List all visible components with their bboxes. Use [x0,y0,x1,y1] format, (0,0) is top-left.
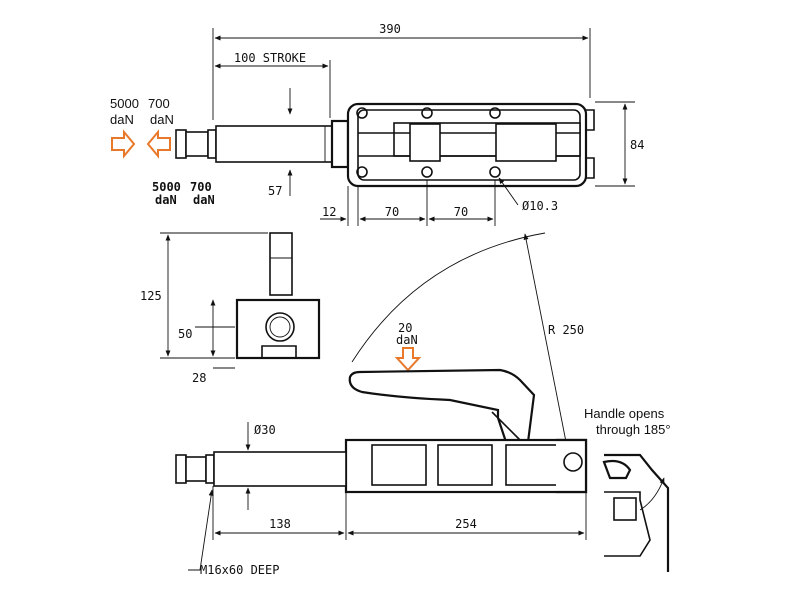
clamp-handle [348,368,536,444]
dim-height-50: 50 [178,327,192,341]
dim-thread: M16x60 DEEP [200,563,279,577]
pull-unit-small: daN [193,193,215,207]
handle-swing-arc [351,232,546,363]
side-view: R 250 20 daN Ø30 138 254 M16x [175,232,671,577]
push-arrow-icon [111,129,136,159]
handle-force-value: 20 [398,321,412,335]
handle-note-line1: Handle opens [584,406,665,421]
opened-handle-detail [602,453,670,572]
dim-overall-length: 390 [379,22,401,36]
dim-rod-diameter: Ø30 [254,423,276,437]
pull-force-unit: daN [150,112,174,127]
pull-force-value: 700 [148,96,170,111]
dim-offset-12: 12 [322,205,336,219]
dim-stroke: 100 STROKE [234,51,306,65]
dim-height-125: 125 [140,289,162,303]
mount-holes [356,107,501,178]
dim-radius: R 250 [548,323,584,337]
pull-arrow-icon [146,129,171,159]
push-force-value: 5000 [110,96,139,111]
push-unit-small: daN [155,193,177,207]
top-view: 390 100 STROKE 57 [110,22,644,226]
push-force-unit: daN [110,112,134,127]
dim-spacing-1: 70 [385,205,399,219]
handle-force-arrow-icon [394,347,422,372]
end-view: 125 50 28 [140,232,321,385]
dim-length-138: 138 [269,517,291,531]
dim-length-254: 254 [455,517,477,531]
dim-height-84: 84 [630,138,644,152]
handle-note-line2: through 185° [596,422,671,437]
push-force-small: 5000 [152,180,181,194]
dim-spacing-2: 70 [454,205,468,219]
dim-offset-57: 57 [268,184,282,198]
dim-height-28: 28 [192,371,206,385]
pull-force-small: 700 [190,180,212,194]
handle-force-unit: daN [396,333,418,347]
dim-hole-diameter: Ø10.3 [522,199,558,213]
